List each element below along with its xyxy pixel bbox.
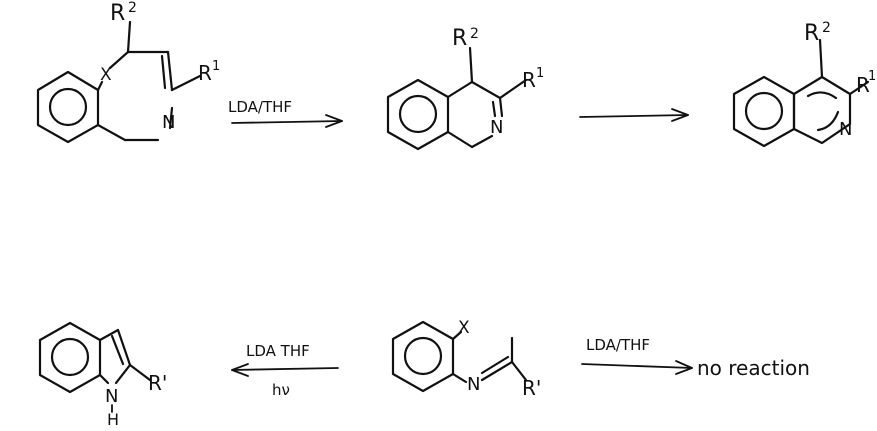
r1-superscript: 1: [868, 69, 876, 84]
r2-superscript: 2: [822, 20, 831, 36]
r1-superscript: 1: [212, 59, 220, 74]
bond: [170, 74, 202, 92]
bond: [116, 328, 132, 367]
bond: [168, 106, 174, 130]
r2-label: R: [452, 26, 467, 51]
bond: [98, 373, 110, 385]
indole: N H R': [38, 321, 167, 429]
bond: [126, 20, 132, 54]
aryl-imine: X N R': [391, 318, 541, 400]
bond: [480, 355, 510, 375]
arrow-head: [675, 360, 693, 375]
r1-label: R: [856, 73, 870, 97]
r2-label: R: [804, 21, 819, 46]
arrow-right-reagent: LDA/THF: [586, 336, 650, 354]
arrow-head: [671, 108, 689, 122]
bond: [470, 80, 502, 100]
bond: [160, 54, 167, 90]
r1-label: R: [522, 68, 536, 92]
benzene-ring: [391, 320, 455, 393]
x-label: X: [100, 65, 112, 85]
arrow-1-reagent: LDA/THF: [228, 98, 292, 116]
aromatic-circle: [398, 94, 438, 134]
bond: [96, 80, 104, 92]
arrow-shaft: [581, 363, 693, 369]
n-label: N: [490, 117, 503, 138]
arrow-head: [325, 114, 343, 128]
arrow-left-condition: hν: [272, 381, 290, 399]
r-label: R': [148, 371, 167, 395]
arrow-shaft: [231, 120, 343, 124]
arrow-shaft: [579, 114, 689, 118]
bond: [498, 78, 528, 100]
bond: [468, 46, 474, 84]
arrow-head: [231, 363, 249, 377]
r-label: R': [522, 376, 541, 400]
r2-superscript: 2: [470, 26, 479, 42]
bond: [480, 360, 514, 382]
bond: [818, 38, 824, 79]
reaction-arrow-1: LDA/THF: [228, 98, 343, 128]
bond: [110, 334, 125, 366]
bond: [108, 50, 130, 70]
bond: [848, 80, 870, 96]
bond: [451, 372, 468, 384]
dihydroisoquinoline: R 2 R 1 N: [386, 26, 544, 151]
n-label: N: [162, 112, 175, 133]
reaction-arrow-2: [579, 108, 689, 122]
benzene-ring: [38, 321, 102, 394]
n-label: N: [105, 386, 118, 407]
aromatic-arc: [806, 91, 840, 132]
bond: [114, 363, 132, 385]
bond: [491, 100, 497, 118]
h-label: H: [107, 410, 119, 429]
bond: [498, 96, 504, 118]
benzene-ring: [36, 70, 100, 144]
arrow-left-reagent: LDA THF: [246, 342, 310, 360]
benzene-ring: [386, 78, 450, 151]
aromatic-circle: [744, 91, 784, 131]
bond: [446, 80, 474, 99]
r1-superscript: 1: [536, 66, 544, 81]
isoquinoline: R 2 R 1 N: [732, 20, 876, 148]
r1-label: R: [198, 61, 212, 85]
benzene-ring: [732, 75, 796, 148]
reaction-arrow-no-reaction: LDA/THF no reaction: [581, 336, 810, 380]
starting-material: X R 2 R 1 N: [36, 0, 220, 144]
n-label: N: [467, 374, 480, 395]
bond: [98, 328, 120, 342]
bond: [96, 123, 127, 142]
aromatic-circle: [403, 336, 443, 376]
reaction-arrow-photochemical: LDA THF hν: [231, 342, 339, 399]
bond: [510, 360, 528, 382]
arrow-shaft: [231, 367, 339, 371]
aromatic-circle: [50, 337, 90, 377]
bond: [166, 50, 174, 92]
x-label: X: [458, 318, 470, 338]
bond: [451, 330, 463, 341]
bond: [446, 130, 474, 149]
no-reaction-label: no reaction: [697, 356, 810, 380]
n-label: N: [839, 119, 852, 140]
r2-label: R: [110, 1, 125, 26]
bond: [128, 363, 152, 382]
bond: [470, 134, 494, 149]
r2-superscript: 2: [128, 0, 137, 16]
aromatic-circle: [48, 87, 88, 127]
